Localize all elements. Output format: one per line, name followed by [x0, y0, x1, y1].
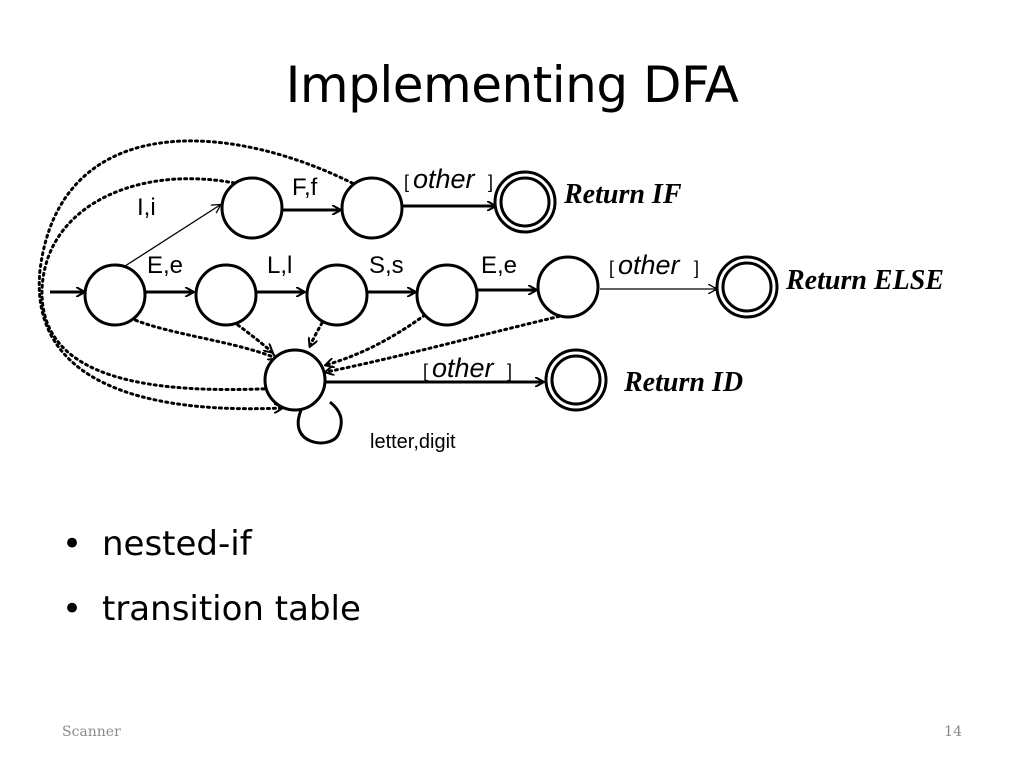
state-start: [83, 263, 147, 327]
state-after-e2: [536, 255, 600, 319]
bracket-open-else: [: [609, 258, 614, 278]
edge-labels: I,i F,f E,e L,l S,s E,e letter,digit [ o…: [137, 164, 944, 453]
return-id-label: Return ID: [623, 367, 743, 398]
self-loop-id: [296, 400, 343, 445]
label-else-2: L,l: [267, 252, 292, 279]
state-return-else-inner: [721, 261, 773, 313]
state-return-if-inner: [499, 176, 551, 228]
state-id: [263, 348, 327, 412]
bracket-close-id: ]: [507, 361, 512, 381]
dotted-edge-start-to-id: [128, 316, 276, 358]
state-after-i: [220, 176, 284, 240]
bracket-open-id: [: [423, 361, 428, 381]
state-after-f: [340, 176, 404, 240]
other-label-if: other: [413, 164, 476, 194]
dotted-edge-s1-to-id: [37, 139, 360, 409]
page-number: 14: [944, 724, 962, 740]
bullet-item: nested-if: [62, 512, 361, 577]
bullet-item: transition table: [62, 577, 361, 642]
label-if-first: I,i: [137, 194, 156, 221]
other-label-else: other: [618, 250, 681, 280]
bullet-list: nested-if transition table: [62, 512, 361, 642]
label-else-4: E,e: [481, 252, 517, 279]
solid-edges: [50, 205, 716, 445]
slide-title: Implementing DFA: [285, 56, 739, 114]
dotted-edge-s4-to-id: [310, 321, 324, 346]
states: [83, 170, 779, 412]
label-if-second: F,f: [292, 174, 318, 201]
state-return-id-inner: [550, 354, 602, 406]
state-after-l: [305, 263, 369, 327]
label-loop: letter,digit: [370, 431, 456, 453]
dotted-edge-s6-to-id: [326, 313, 567, 372]
bracket-open-if: [: [404, 172, 409, 192]
other-label-id: other: [432, 353, 495, 383]
state-after-e: [194, 263, 258, 327]
bracket-close-else: ]: [694, 258, 699, 278]
footer-label: Scanner: [62, 724, 121, 740]
dotted-edge-s2-to-id: [40, 177, 282, 390]
return-if-label: Return IF: [563, 179, 682, 210]
dotted-edge-s5-to-id: [326, 313, 427, 365]
return-else-label: Return ELSE: [785, 265, 944, 296]
label-else-1: E,e: [147, 252, 183, 279]
bracket-close-if: ]: [488, 172, 493, 192]
edge-start-to-i: [121, 205, 220, 269]
label-else-3: S,s: [369, 252, 404, 279]
state-after-s: [415, 263, 479, 327]
